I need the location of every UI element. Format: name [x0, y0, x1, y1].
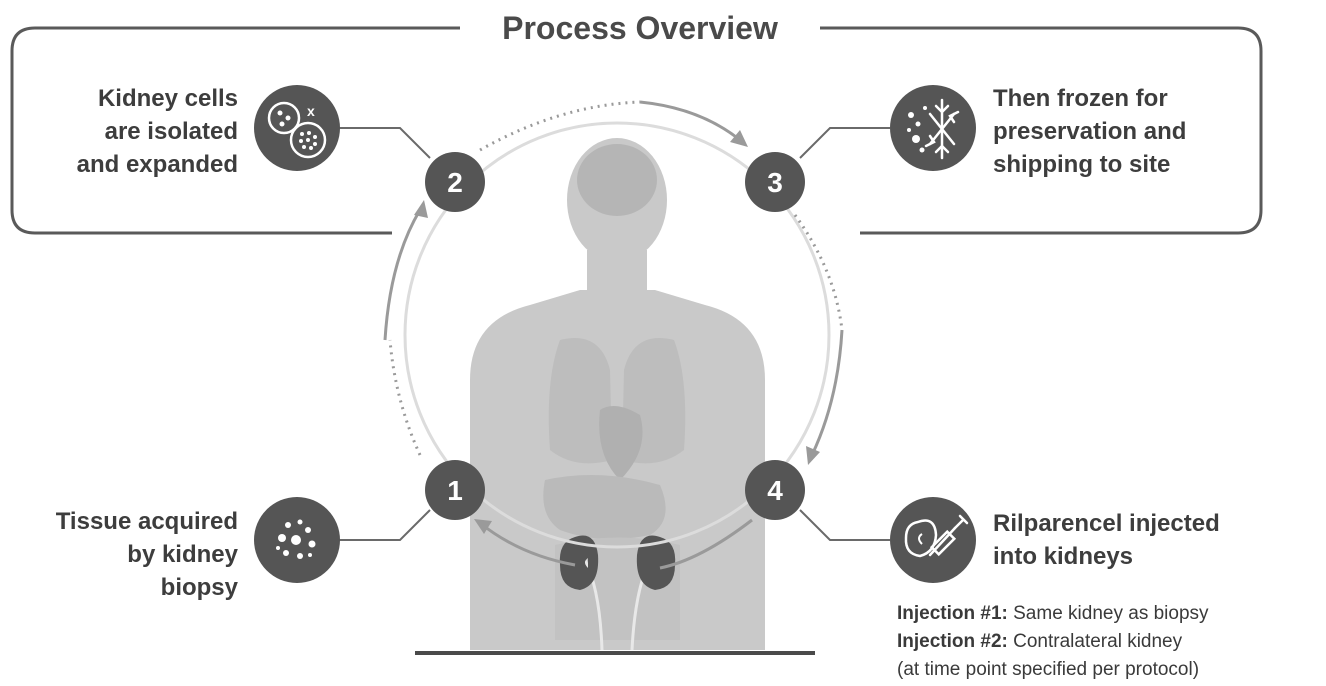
badge-4-label: 4	[767, 475, 783, 506]
cell-expansion-icon: x	[254, 85, 340, 171]
step-2-text: Kidney cells are isolated and expanded	[40, 82, 238, 181]
step-3-text: Then frozen for preservation and shippin…	[993, 82, 1293, 181]
badge-1-label: 1	[447, 475, 463, 506]
injection-note-3: (at time point specified per protocol)	[897, 656, 1209, 684]
injection-note-1: Injection #1: Same kidney as biopsy	[897, 600, 1209, 628]
kidney-syringe-icon	[890, 497, 976, 583]
badge-3-label: 3	[767, 167, 783, 198]
diagram-title: Process Overview	[460, 8, 820, 48]
badge-2-label: 2	[447, 167, 463, 198]
snowflake-icon	[890, 85, 976, 171]
cells-dots-icon	[254, 497, 340, 583]
step-1-text: Tissue acquired by kidney biopsy	[10, 505, 238, 604]
svg-text:x: x	[307, 103, 315, 119]
injection-notes: Injection #1: Same kidney as biopsy Inje…	[897, 600, 1209, 684]
step-4-text: Rilparencel injected into kidneys	[993, 507, 1313, 573]
injection-note-2: Injection #2: Contralateral kidney	[897, 628, 1209, 656]
human-body-illustration	[415, 138, 815, 653]
